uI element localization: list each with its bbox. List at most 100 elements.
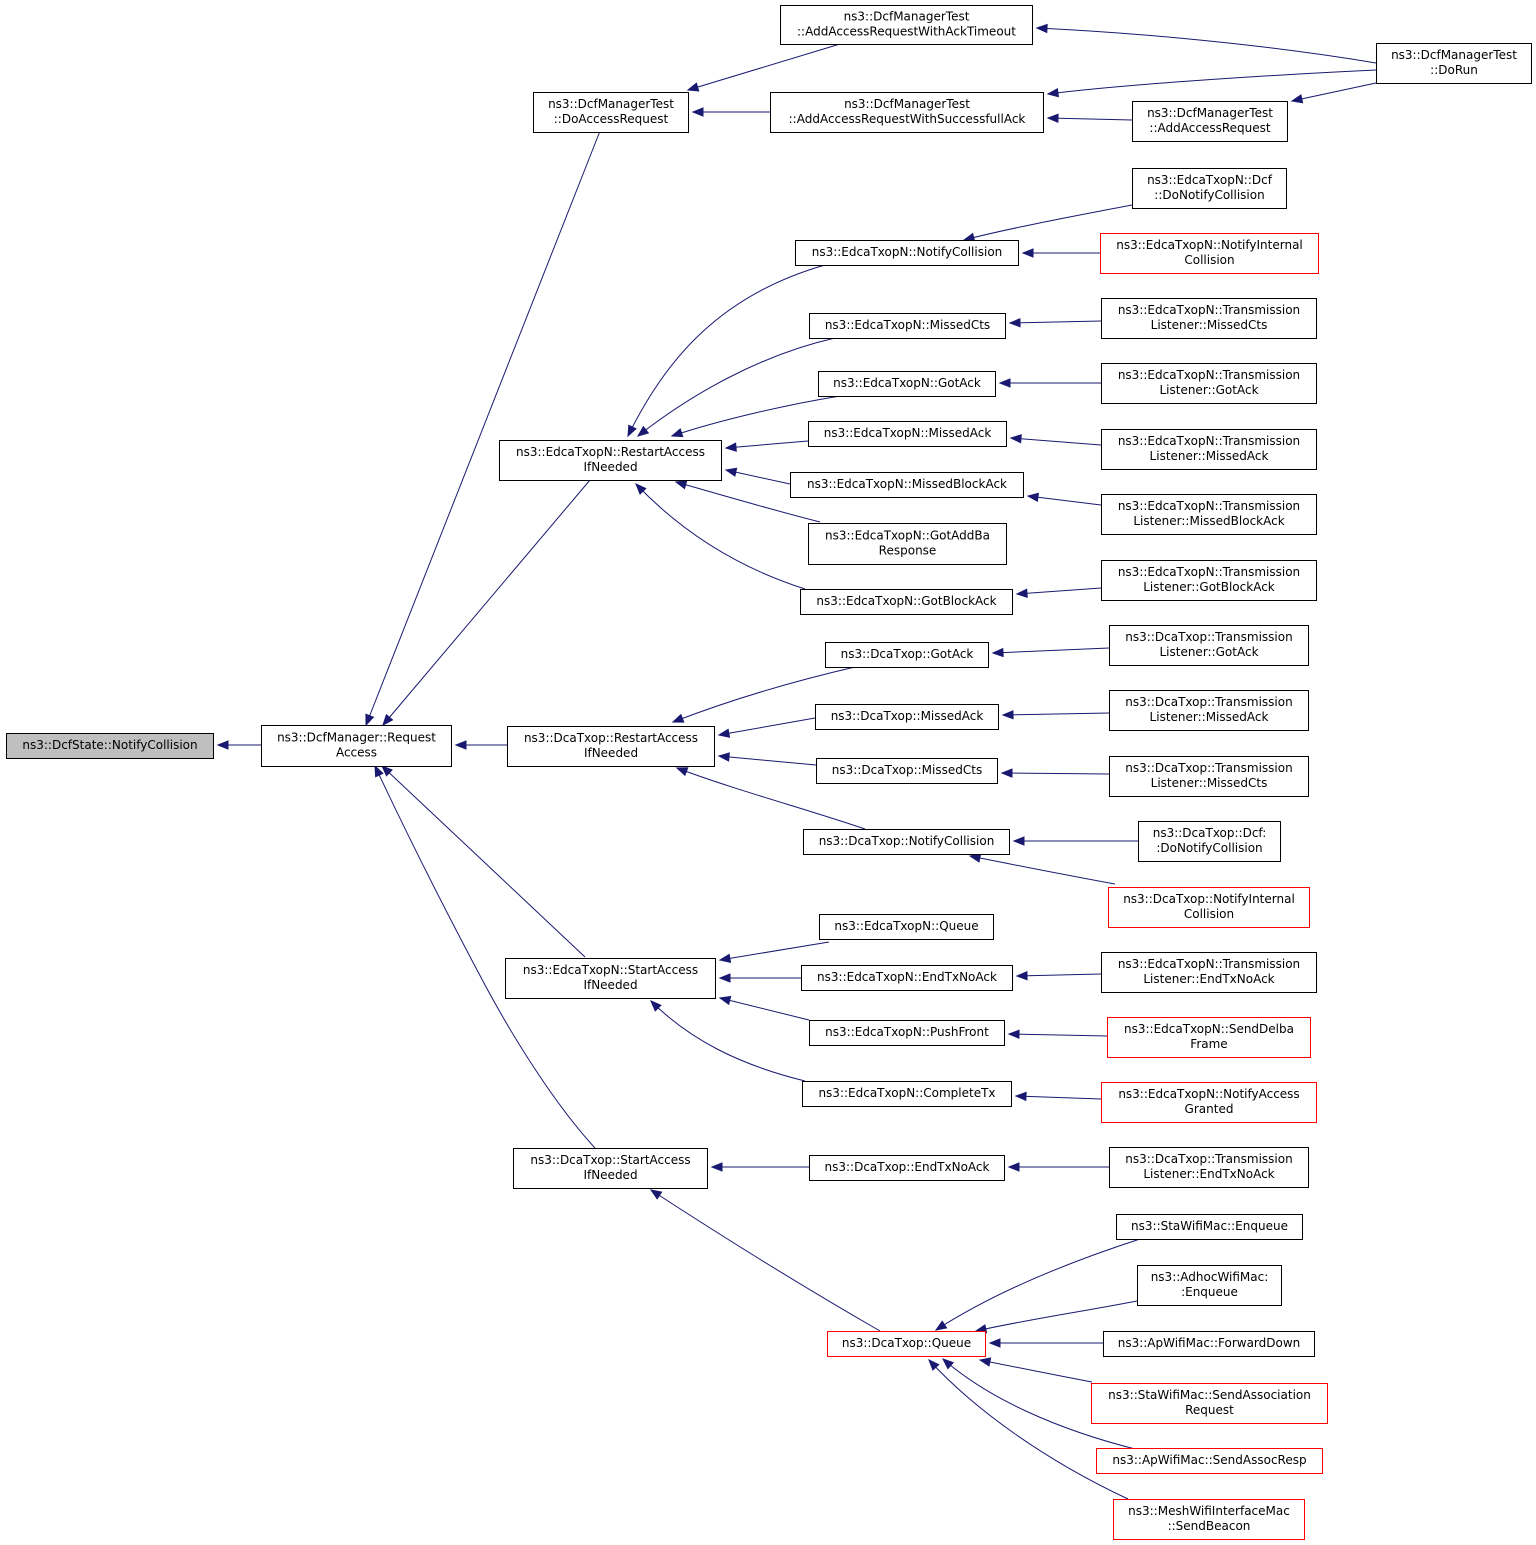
graph-node-afd[interactable]: ns3::ApWifiMac::ForwardDown [1103, 1331, 1315, 1357]
node-label: ns3::EdcaTxopN::Transmission [1118, 499, 1300, 513]
graph-node-dtma[interactable]: ns3::DcaTxop::TransmissionListener::Miss… [1109, 690, 1309, 731]
graph-node-ddcf[interactable]: ns3::DcaTxop::Dcf::DoNotifyCollision [1138, 821, 1281, 862]
graph-node-emc[interactable]: ns3::EdcaTxopN::MissedCts [809, 313, 1006, 339]
node-box [1376, 43, 1532, 84]
graph-node-awat[interactable]: ns3::DcfManagerTest::AddAccessRequestWit… [780, 5, 1033, 45]
node-label: ns3::DcfState::NotifyCollision [22, 738, 197, 752]
node-box [800, 589, 1013, 615]
edge-dar-to-rq [365, 130, 601, 726]
edge-sar-to-dq [942, 1358, 1136, 1450]
graph-node-etma[interactable]: ns3::EdcaTxopN::TransmissionListener::Mi… [1101, 429, 1317, 470]
graph-node-etga[interactable]: ns3::EdcaTxopN::TransmissionListener::Go… [1101, 363, 1317, 404]
node-box [1132, 168, 1287, 209]
edge-enc-to-ern [627, 264, 826, 437]
node-box [808, 421, 1007, 447]
graph-node-dtmc[interactable]: ns3::DcaTxop::TransmissionListener::Miss… [1109, 756, 1309, 797]
graph-node-dtga[interactable]: ns3::DcaTxop::TransmissionListener::GotA… [1109, 625, 1309, 666]
graph-node-edcf[interactable]: ns3::EdcaTxopN::Dcf::DoNotifyCollision [1132, 168, 1287, 209]
graph-node-aar[interactable]: ns3::DcfManagerTest::AddAccessRequest [1132, 101, 1288, 142]
node-label: Listener::MissedCts [1151, 776, 1268, 790]
edge-egba-to-ern [635, 483, 806, 590]
edge-esan-to-rq [381, 765, 586, 958]
node-label: ns3::EdcaTxopN::GotBlockAck [816, 594, 996, 608]
graph-node-msb[interactable]: ns3::MeshWifiInterfaceMac::SendBeacon [1113, 1499, 1305, 1540]
graph-node-egba[interactable]: ns3::EdcaTxopN::GotBlockAck [800, 589, 1013, 615]
node-label: ::AddAccessRequest [1149, 121, 1270, 135]
edge-emba-to-ern [725, 469, 791, 485]
graph-node-etxn[interactable]: ns3::EdcaTxopN::EndTxNoAck [801, 965, 1013, 991]
edge-eq-to-esan [719, 941, 830, 961]
graph-node-dar[interactable]: ns3::DcfManagerTest::DoAccessRequest [533, 92, 689, 133]
node-label: Request [1185, 1403, 1234, 1417]
graph-node-sar[interactable]: ns3::ApWifiMac::SendAssocResp [1096, 1448, 1323, 1474]
graph-node-dga[interactable]: ns3::DcaTxop::GotAck [825, 642, 989, 668]
graph-node-ega[interactable]: ns3::EdcaTxopN::GotAck [818, 371, 996, 397]
node-box [6, 733, 214, 759]
node-label: ns3::DcfManager::Request [277, 731, 436, 745]
arrowhead-icon [635, 483, 647, 495]
node-label: ns3::EdcaTxopN::GotAddBa [825, 529, 990, 543]
graph-node-dorun[interactable]: ns3::DcfManagerTest::DoRun [1376, 43, 1532, 84]
edge-dtmc-to-dmc [1001, 772, 1110, 775]
node-label: ns3::StaWifiMac::SendAssociation [1108, 1388, 1311, 1402]
node-box [1138, 821, 1281, 862]
node-box [819, 914, 994, 940]
arrowhead-icon [718, 995, 732, 1006]
edge-etgba-to-egba [1016, 587, 1102, 595]
node-label: Listener::EndTxNoAck [1143, 972, 1274, 986]
node-label: ns3::ApWifiMac::SendAssocResp [1112, 1453, 1306, 1467]
graph-node-eq[interactable]: ns3::EdcaTxopN::Queue [819, 914, 994, 940]
graph-node-etmba[interactable]: ns3::EdcaTxopN::TransmissionListener::Mi… [1101, 494, 1317, 535]
node-label: ns3::DcaTxop::Queue [842, 1336, 971, 1350]
node-box [809, 313, 1006, 339]
graph-node-etmc[interactable]: ns3::EdcaTxopN::TransmissionListener::Mi… [1101, 298, 1317, 339]
node-box [1101, 363, 1317, 404]
node-box [1109, 1147, 1309, 1188]
node-label: Listener::MissedAck [1150, 449, 1269, 463]
edge-etma-to-ema [1010, 437, 1102, 446]
node-box [1137, 1265, 1282, 1306]
graph-node-dma[interactable]: ns3::DcaTxop::MissedAck [815, 704, 999, 730]
graph-node-epf[interactable]: ns3::EdcaTxopN::PushFront [809, 1020, 1005, 1046]
graph-node-dnc[interactable]: ns3::DcaTxop::NotifyCollision [803, 829, 1010, 855]
graph-node-ettxn[interactable]: ns3::EdcaTxopN::TransmissionListener::En… [1101, 952, 1317, 993]
graph-node-enc[interactable]: ns3::EdcaTxopN::NotifyCollision [795, 240, 1019, 266]
arrowhead-icon [382, 713, 394, 727]
graph-node-dttxn[interactable]: ns3::DcaTxop::TransmissionListener::EndT… [1109, 1147, 1309, 1188]
node-box [1096, 1448, 1323, 1474]
graph-node-awe[interactable]: ns3::AdhocWifiMac::Enqueue [1137, 1265, 1282, 1306]
graph-node-awsa[interactable]: ns3::DcfManagerTest::AddAccessRequestWit… [770, 92, 1044, 133]
graph-node-swe[interactable]: ns3::StaWifiMac::Enqueue [1116, 1214, 1303, 1240]
graph-edges [216, 23, 1377, 1500]
node-box [790, 472, 1024, 498]
node-label: ns3::DcfManagerTest [548, 97, 674, 111]
node-label: ns3::AdhocWifiMac: [1151, 1270, 1269, 1284]
graph-node-ect[interactable]: ns3::EdcaTxopN::CompleteTx [802, 1081, 1012, 1107]
edge-dq-to-dsan [650, 1189, 881, 1332]
edge-dsan-to-rq [374, 765, 596, 1149]
node-label: Listener::MissedAck [1150, 710, 1269, 724]
graph-node-detxn[interactable]: ns3::DcaTxop::EndTxNoAck [809, 1155, 1005, 1181]
arrowhead-icon [718, 953, 732, 963]
graph-node-root[interactable]: ns3::DcfState::NotifyCollision [6, 733, 214, 759]
graph-node-emba[interactable]: ns3::EdcaTxopN::MissedBlockAck [790, 472, 1024, 498]
edge-emc-to-ern [637, 337, 836, 437]
node-label: ns3::EdcaTxopN::StartAccess [523, 963, 698, 977]
graph-node-dq[interactable]: ns3::DcaTxop::Queue [827, 1331, 986, 1357]
node-label: ns3::DcaTxop::Transmission [1125, 1152, 1292, 1166]
graph-node-etgba[interactable]: ns3::EdcaTxopN::TransmissionListener::Go… [1101, 560, 1317, 601]
graph-node-dmc[interactable]: ns3::DcaTxop::MissedCts [816, 758, 998, 784]
graph-node-ema[interactable]: ns3::EdcaTxopN::MissedAck [808, 421, 1007, 447]
